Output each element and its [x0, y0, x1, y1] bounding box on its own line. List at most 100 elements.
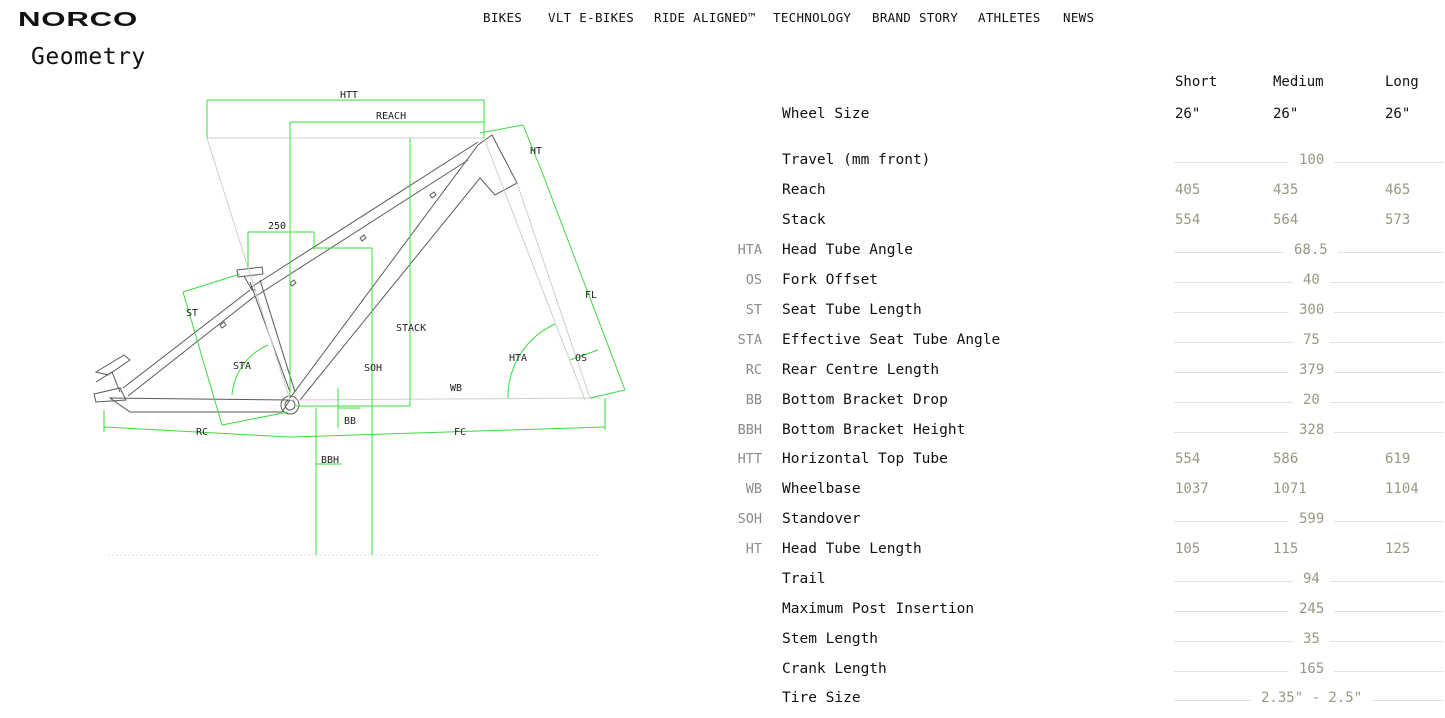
- row-value: 405: [1175, 182, 1201, 198]
- row-value: 105: [1175, 541, 1201, 557]
- row-value: 26": [1175, 106, 1201, 122]
- nav-item-news[interactable]: NEWS: [1063, 10, 1095, 25]
- row-shared-value: 300: [1289, 302, 1335, 318]
- row-shared-value: 2.35" - 2.5": [1251, 690, 1373, 706]
- row-label: Standover: [782, 511, 861, 527]
- row-shared-value: 94: [1293, 571, 1330, 587]
- row-shared-value: 245: [1289, 601, 1335, 617]
- table-row: Tire Size 2.35" - 2.5": [0, 688, 1445, 710]
- row-divider-line: [1174, 402, 1444, 403]
- label-os: OS: [575, 353, 587, 364]
- row-shared-value: 599: [1289, 511, 1335, 527]
- row-value: 554: [1175, 212, 1201, 228]
- row-value: 1037: [1175, 481, 1209, 497]
- row-value: 554: [1175, 451, 1201, 467]
- row-value: 465: [1385, 182, 1411, 198]
- row-abbreviation: SOH: [737, 511, 762, 527]
- row-value: 125: [1385, 541, 1411, 557]
- row-abbreviation: ST: [745, 302, 762, 318]
- row-divider-line: [1174, 432, 1444, 433]
- row-shared-value: 379: [1289, 362, 1335, 378]
- nav-item-ride-aligned[interactable]: RIDE ALIGNED™: [654, 10, 756, 25]
- label-rc: RC: [196, 427, 208, 438]
- label-sta: STA: [233, 361, 251, 372]
- row-shared-value: 328: [1289, 422, 1335, 438]
- row-divider-line: [1174, 521, 1444, 522]
- row-divider-line: [1174, 282, 1444, 283]
- row-value: 564: [1273, 212, 1299, 228]
- row-label: Head Tube Length: [782, 541, 922, 557]
- label-reach: REACH: [376, 111, 406, 122]
- geometry-diagram: HTT REACH HT 250 ST STA STACK SOH FL HTA…: [93, 90, 626, 556]
- row-value: 115: [1273, 541, 1299, 557]
- row-label: Bottom Bracket Height: [782, 422, 966, 438]
- row-label: Maximum Post Insertion: [782, 601, 975, 617]
- nav-item-bikes[interactable]: BIKES: [483, 10, 523, 25]
- construction-lines: [206, 137, 601, 401]
- row-label: Head Tube Angle: [782, 242, 913, 258]
- row-value: 26": [1385, 106, 1411, 122]
- row-value: 586: [1273, 451, 1299, 467]
- row-divider-line: [1174, 581, 1444, 582]
- row-shared-value: 165: [1289, 661, 1335, 677]
- main-nav: BIKES VLT E-BIKES RIDE ALIGNED™ TECHNOLO…: [0, 10, 1445, 28]
- row-divider-line: [1174, 162, 1444, 163]
- row-value: 573: [1385, 212, 1411, 228]
- row-label: Effective Seat Tube Angle: [782, 332, 1001, 348]
- row-shared-value: 40: [1293, 272, 1330, 288]
- row-value: 619: [1385, 451, 1411, 467]
- row-label: Trail: [782, 571, 826, 587]
- row-abbreviation: OS: [745, 272, 762, 288]
- row-label: Tire Size: [782, 690, 861, 706]
- column-header-medium: Medium: [1273, 74, 1324, 90]
- nav-item-brand-story[interactable]: BRAND STORY: [872, 10, 959, 25]
- label-st: ST: [186, 308, 198, 319]
- row-abbreviation: STA: [737, 332, 762, 348]
- column-header-short: Short: [1175, 74, 1218, 90]
- row-abbreviation: RC: [745, 362, 762, 378]
- row-value: 1104: [1385, 481, 1419, 497]
- row-divider-line: [1174, 312, 1444, 313]
- label-bbh: BBH: [321, 455, 339, 466]
- row-label: Stack: [782, 212, 826, 228]
- row-label: Rear Centre Length: [782, 362, 940, 378]
- dimension-lines: [103, 99, 626, 555]
- row-abbreviation: HT: [745, 541, 762, 557]
- row-label: Stem Length: [782, 631, 879, 647]
- nav-item-vlt-e-bikes[interactable]: VLT E-BIKES: [548, 10, 635, 25]
- row-value: 1071: [1273, 481, 1307, 497]
- row-label: Horizontal Top Tube: [782, 451, 948, 467]
- row-shared-value: 100: [1289, 152, 1335, 168]
- label-fl: FL: [585, 290, 597, 301]
- label-hta: HTA: [509, 353, 527, 364]
- row-shared-value: 75: [1293, 332, 1330, 348]
- label-fc: FC: [454, 427, 466, 438]
- row-label: Bottom Bracket Drop: [782, 392, 948, 408]
- row-divider-line: [1174, 671, 1444, 672]
- label-soh: SOH: [364, 363, 382, 374]
- row-divider-line: [1174, 372, 1444, 373]
- row-shared-value: 68.5: [1284, 242, 1338, 258]
- label-stack: STACK: [396, 323, 426, 334]
- norco-logo[interactable]: NORCO NORCO: [18, 9, 140, 29]
- nav-item-athletes[interactable]: ATHLETES: [978, 10, 1041, 25]
- row-divider-line: [1174, 611, 1444, 612]
- table-row: Crank Length 165: [0, 659, 1445, 681]
- row-label: Reach: [782, 182, 826, 198]
- label-wb: WB: [450, 383, 462, 394]
- nav-item-technology[interactable]: TECHNOLOGY: [773, 10, 852, 25]
- row-value: 26": [1273, 106, 1299, 122]
- row-label: Fork Offset: [782, 272, 879, 288]
- label-bb: BB: [344, 416, 356, 427]
- row-divider-line: [1174, 252, 1444, 253]
- row-divider-line: [1174, 700, 1444, 701]
- row-label: Wheel Size: [782, 106, 870, 122]
- dimension-labels: HTT REACH HT 250 ST STA STACK SOH FL HTA…: [186, 90, 597, 466]
- row-label: Wheelbase: [782, 481, 861, 497]
- column-header-long: Long: [1385, 74, 1419, 90]
- row-value: 435: [1273, 182, 1299, 198]
- row-label: Seat Tube Length: [782, 302, 922, 318]
- row-label: Crank Length: [782, 661, 887, 677]
- row-abbreviation: WB: [745, 481, 762, 497]
